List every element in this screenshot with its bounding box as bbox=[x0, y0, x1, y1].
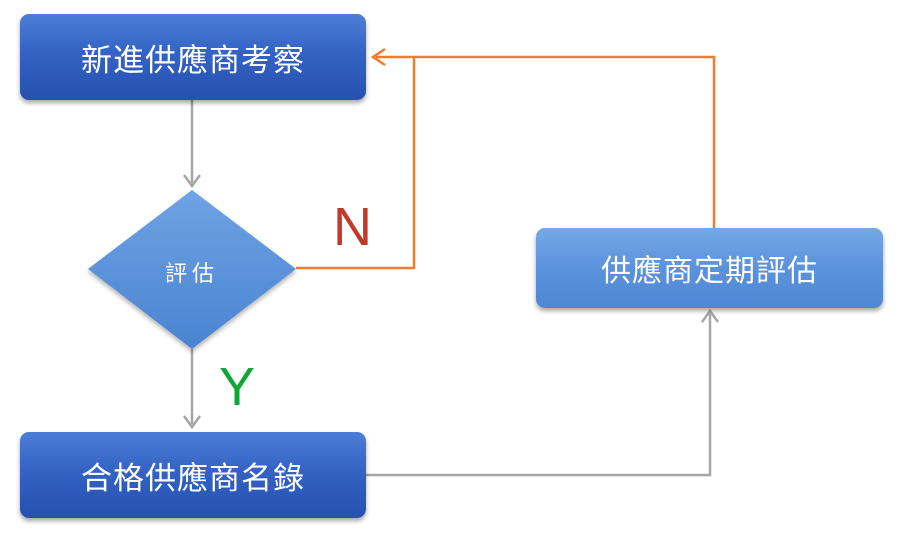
qualified-supplier-list-box: 合格供應商名錄 bbox=[20, 432, 366, 518]
periodic-supplier-review-box: 供應商定期評估 bbox=[536, 228, 883, 308]
arrow-periodic-to-new bbox=[370, 47, 716, 228]
new-supplier-inspection-box: 新進供應商考察 bbox=[20, 14, 366, 100]
arrow-list-to-periodic bbox=[366, 308, 720, 477]
qualified-supplier-list-label: 合格供應商名錄 bbox=[81, 460, 305, 497]
yes-branch-label: Y bbox=[219, 357, 256, 417]
arrow-new-to-evaluate bbox=[182, 100, 202, 189]
arrow-evaluate-to-list bbox=[182, 349, 202, 430]
evaluate-diamond bbox=[88, 190, 296, 349]
evaluate-label: 評估 bbox=[164, 262, 219, 287]
no-branch-label: N bbox=[333, 197, 372, 257]
arrow-evaluate-no-to-new bbox=[296, 57, 416, 270]
new-supplier-inspection-label: 新進供應商考察 bbox=[81, 42, 305, 79]
periodic-supplier-review-label: 供應商定期評估 bbox=[601, 254, 818, 289]
